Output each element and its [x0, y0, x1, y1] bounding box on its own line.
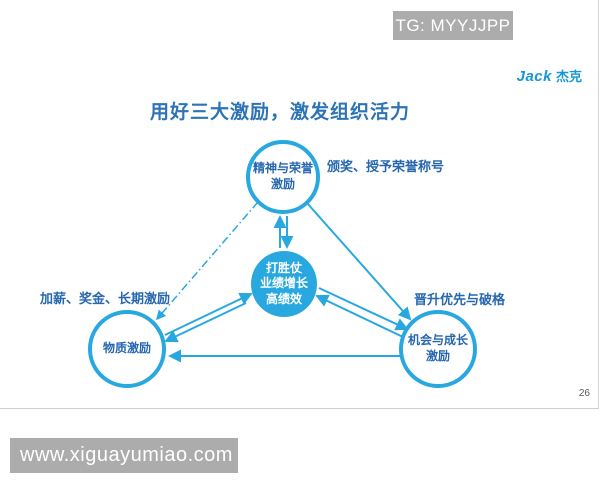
node-text-line: 业绩增长: [259, 276, 308, 291]
tg-watermark-badge: TG: MYYJJPP: [393, 11, 513, 40]
node-material-incentive: 物质激励: [88, 310, 166, 388]
node-text-line: 机会与成长: [407, 333, 468, 348]
logo-cjk-text: 杰克: [555, 69, 582, 84]
node-text-line: 打胜仗: [265, 260, 302, 275]
edge-core-to-material: [164, 302, 247, 343]
diagram-arrows: [156, 201, 412, 363]
node-text-line: 精神与荣誉: [252, 161, 313, 176]
edge-core-to-opportunity: [318, 287, 409, 331]
logo-latin-text: Jack: [516, 68, 552, 85]
edge-material-to-core: [164, 292, 253, 336]
footer-watermark-badge: www.xiguayumiao.com: [10, 438, 238, 473]
node-spirit-honor-incentive: 精神与荣誉 激励: [246, 140, 320, 214]
label-salary-bonus: 加薪、奖金、长期激励: [40, 291, 171, 306]
node-text-line: 激励: [425, 349, 450, 363]
edge-spirit-to-material-dashdot: [156, 201, 259, 321]
edge-spirit-to-opportunity: [306, 202, 412, 321]
slide-title: 用好三大激励，激发组织活力: [149, 102, 410, 123]
label-award-honor: 颁奖、授予荣誉称号: [327, 159, 445, 174]
node-text-line: 物质激励: [102, 341, 151, 356]
node-core-performance: 打胜仗 业绩增长 高绩效: [251, 251, 317, 317]
node-text-line: 高绩效: [265, 291, 302, 306]
slide-page-number: 26: [578, 388, 590, 399]
edge-opportunity-to-core: [315, 294, 404, 338]
node-opportunity-growth-incentive: 机会与成长 激励: [399, 310, 477, 388]
label-promotion-exception: 晋升优先与破格: [414, 292, 506, 307]
node-text-line: 激励: [270, 177, 295, 191]
